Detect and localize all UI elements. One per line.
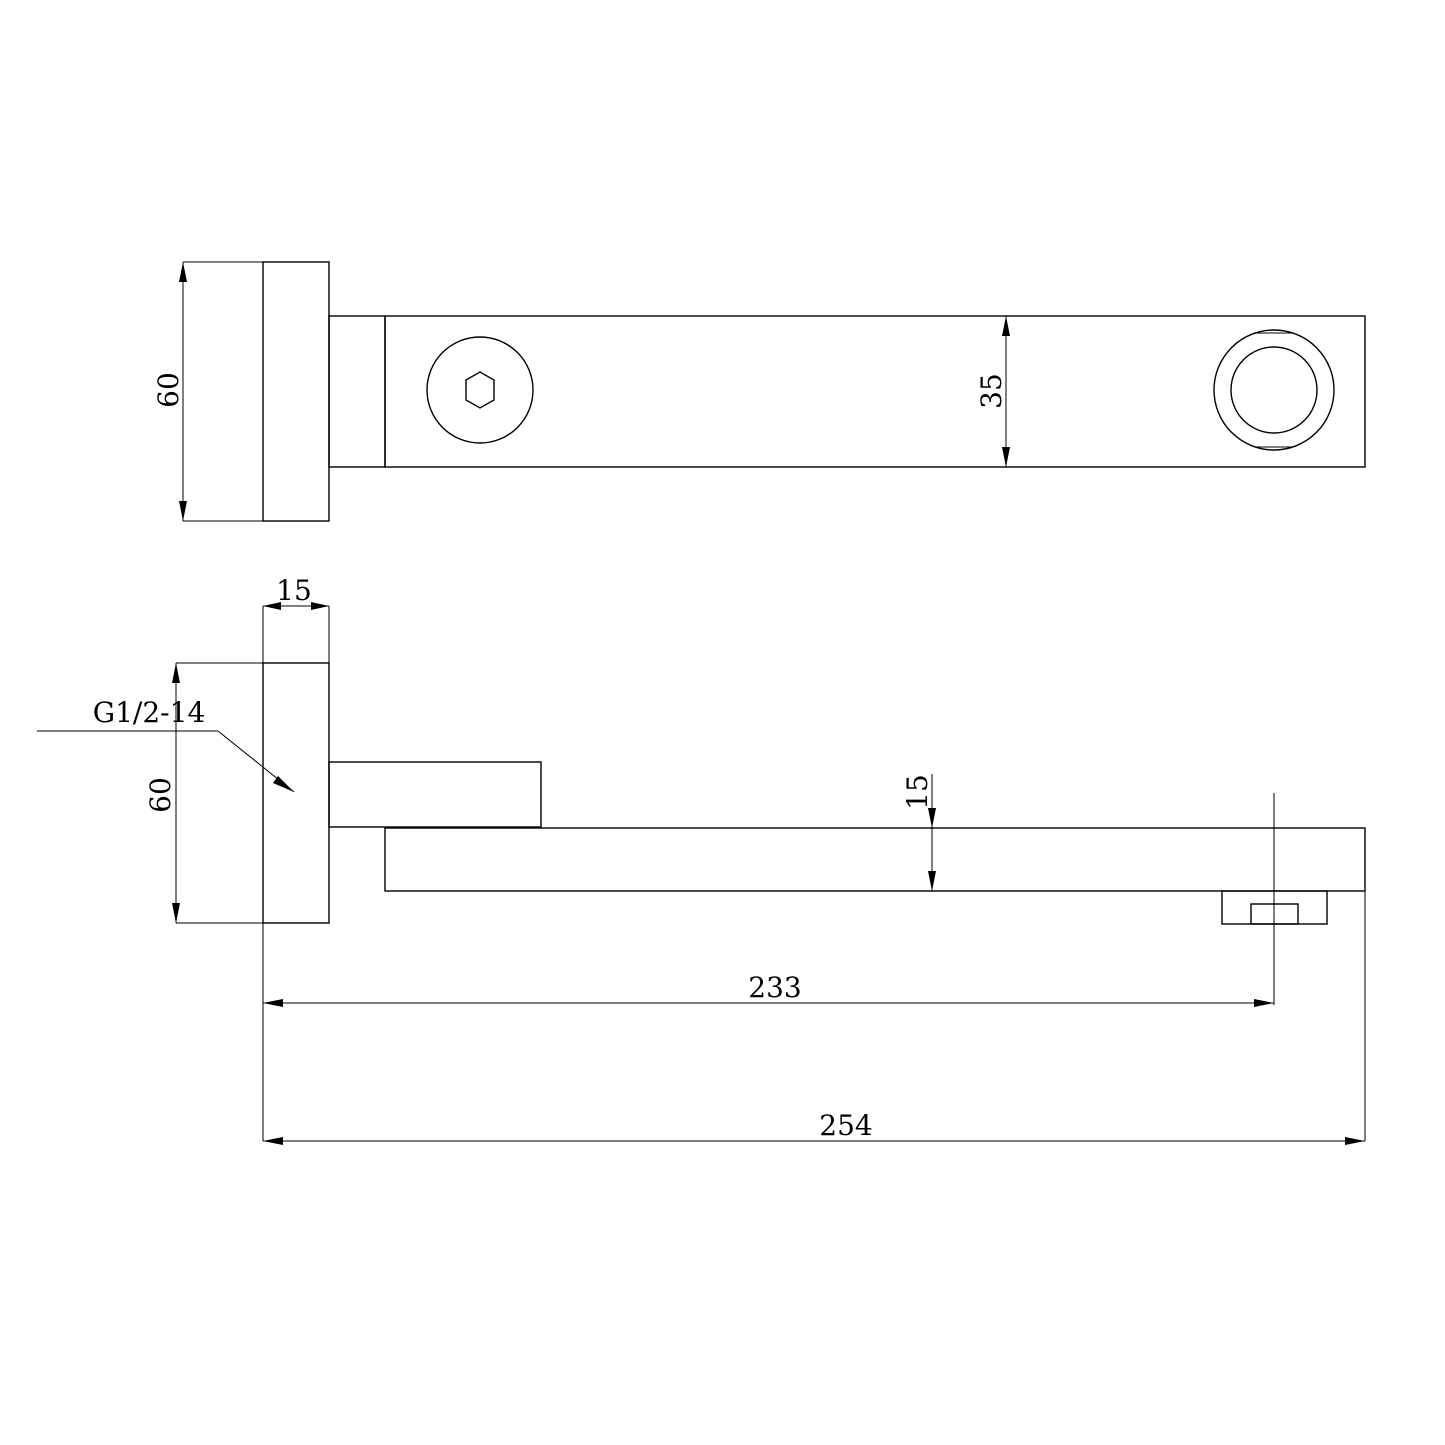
- dim-label-top-height: 60: [152, 372, 185, 408]
- hex-socket-icon: [465, 371, 495, 409]
- dim-label-overall-length: 254: [819, 1109, 872, 1142]
- side-neck: [328, 761, 542, 828]
- outlet-inner: [1230, 346, 1318, 434]
- top-neck: [328, 315, 386, 468]
- arrow-icon: [179, 501, 187, 521]
- arrow-icon: [928, 808, 936, 828]
- arrow-icon: [1002, 316, 1010, 336]
- outlet-outer: [1213, 329, 1335, 451]
- arrow-icon: [1002, 447, 1010, 467]
- arrow-icon: [172, 663, 180, 683]
- arrow-icon: [179, 262, 187, 282]
- arrow-icon: [263, 1137, 283, 1145]
- dim-label-flange-thickness: 15: [276, 574, 312, 607]
- dim-label-spout-thickness: 15: [901, 774, 934, 810]
- arrow-icon: [273, 776, 294, 792]
- dim-label-arm-width: 35: [975, 373, 1008, 409]
- arrow-icon: [1254, 999, 1274, 1007]
- screw-boss: [426, 336, 534, 444]
- side-spout: [384, 827, 1366, 892]
- side-flange: [262, 662, 330, 924]
- side-view: 15 60 G1/2-14 15 233 254: [37, 574, 1366, 1145]
- thread-label: G1/2-14: [93, 696, 206, 729]
- outlet-detail: [1256, 332, 1292, 448]
- arrow-icon: [928, 871, 936, 891]
- dim-label-side-height: 60: [144, 777, 177, 813]
- arrow-icon: [311, 602, 329, 610]
- top-view: 60 35: [152, 261, 1366, 522]
- arrow-icon: [172, 903, 180, 923]
- arrow-icon: [263, 999, 283, 1007]
- arrow-icon: [1345, 1137, 1365, 1145]
- top-flange: [262, 261, 330, 522]
- top-arm: [384, 315, 1366, 468]
- dim-label-outlet-distance: 233: [748, 971, 801, 1004]
- arrow-icon: [263, 602, 281, 610]
